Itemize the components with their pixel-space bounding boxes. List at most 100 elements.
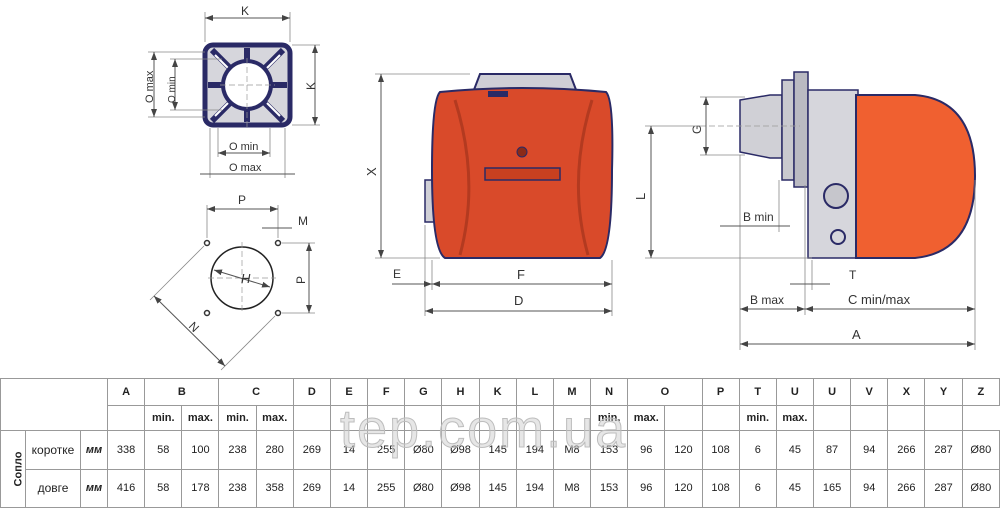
value-cell: 58 xyxy=(144,430,183,470)
front-view: X E F D xyxy=(364,73,614,316)
side-view: G L B min T B max C min/max A xyxy=(633,71,977,350)
column-subheader: max. xyxy=(775,405,814,432)
column-header: E xyxy=(329,377,369,407)
value-cell: 280 xyxy=(255,430,294,470)
column-header: F xyxy=(367,377,406,407)
column-subheader xyxy=(552,405,592,432)
column-header: C xyxy=(218,377,294,407)
column-subheader xyxy=(367,405,406,432)
value-cell: 255 xyxy=(367,430,406,470)
value-cell: 194 xyxy=(515,468,554,509)
column-subheader xyxy=(515,405,554,432)
column-subheader xyxy=(850,405,889,432)
value-cell: 153 xyxy=(590,468,629,509)
value-cell: 266 xyxy=(887,430,926,470)
dim-label-t: T xyxy=(849,268,857,282)
column-header: Z xyxy=(961,377,1000,407)
column-subheader xyxy=(887,405,926,432)
dim-label-l: L xyxy=(633,193,648,200)
value-cell: 45 xyxy=(775,430,814,470)
burner-housing xyxy=(807,89,859,259)
column-subheader xyxy=(924,405,963,432)
column-header: Y xyxy=(924,377,963,407)
dim-label-m: M xyxy=(298,214,308,228)
column-subheader xyxy=(701,405,740,432)
cover-slot xyxy=(484,167,561,181)
dim-label-o-max: O max xyxy=(229,162,262,174)
value-cell: 87 xyxy=(812,430,852,470)
unit-cell: мм xyxy=(79,430,109,470)
value-cell: 145 xyxy=(478,430,517,470)
dim-label-f: F xyxy=(517,267,525,282)
row-label: довге xyxy=(25,468,81,509)
column-subheader: min. xyxy=(144,405,183,432)
column-subheader: min. xyxy=(218,405,257,432)
column-header: K xyxy=(478,377,517,407)
value-cell: Ø98 xyxy=(441,468,480,509)
value-cell: 238 xyxy=(218,468,257,509)
column-subheader xyxy=(404,405,443,432)
column-subheader xyxy=(478,405,517,432)
value-cell: 153 xyxy=(590,430,629,470)
value-cell: Ø80 xyxy=(404,468,443,509)
nozzle-group-label: Сопло xyxy=(0,430,26,508)
value-cell: 287 xyxy=(924,468,963,509)
value-cell: 6 xyxy=(738,468,777,509)
dim-label-e: E xyxy=(393,267,401,281)
column-header: X xyxy=(887,377,926,407)
value-cell: 45 xyxy=(775,468,814,509)
column-header: L xyxy=(515,377,554,407)
column-header: U xyxy=(775,377,814,407)
column-header: A xyxy=(107,377,146,407)
flange xyxy=(781,79,795,181)
value-cell: 94 xyxy=(850,430,889,470)
dim-label-g: G xyxy=(690,125,704,134)
column-subheader xyxy=(329,405,369,432)
burner-cover xyxy=(855,94,977,259)
adjust-screw xyxy=(830,229,846,245)
column-header: N xyxy=(590,377,629,407)
dim-label-c-minmax: C min/max xyxy=(848,292,911,307)
column-header: O xyxy=(627,377,703,407)
pump-port xyxy=(823,183,849,209)
column-subheader: min. xyxy=(738,405,777,432)
value-cell: 194 xyxy=(515,430,554,470)
dim-label-b-min: B min xyxy=(743,210,774,224)
value-cell: 108 xyxy=(701,468,740,509)
value-cell: 416 xyxy=(107,468,146,509)
unit-cell: мм xyxy=(79,468,109,509)
dim-label-k: K xyxy=(241,4,249,18)
value-cell: M8 xyxy=(552,430,592,470)
column-subheader: min. xyxy=(590,405,629,432)
column-subheader xyxy=(664,405,703,432)
value-cell: 14 xyxy=(329,430,369,470)
value-cell: Ø80 xyxy=(961,430,1000,470)
burner-dimension-drawing: K K O max O min O min O max H P M P xyxy=(144,4,977,371)
value-cell: 94 xyxy=(850,468,889,509)
value-cell: 108 xyxy=(701,430,740,470)
dim-label-h: H xyxy=(241,271,251,286)
value-cell: 266 xyxy=(887,468,926,509)
value-cell: 96 xyxy=(627,468,666,509)
value-cell: Ø98 xyxy=(441,430,480,470)
value-cell: 58 xyxy=(144,468,183,509)
value-cell: Ø80 xyxy=(404,430,443,470)
value-cell: 358 xyxy=(255,468,294,509)
dim-label-n: N xyxy=(186,319,202,335)
value-cell: 255 xyxy=(367,468,406,509)
value-cell: 338 xyxy=(107,430,146,470)
dim-label-d: D xyxy=(514,293,523,308)
value-cell: 96 xyxy=(627,430,666,470)
value-cell: 269 xyxy=(292,430,331,470)
blast-tube xyxy=(739,94,783,159)
column-header: T xyxy=(738,377,777,407)
column-header: H xyxy=(441,377,480,407)
value-cell: M8 xyxy=(552,468,592,509)
column-header: M xyxy=(552,377,592,407)
dim-label-o-min: O min xyxy=(167,76,178,103)
column-subheader xyxy=(292,405,331,432)
value-cell: 145 xyxy=(478,468,517,509)
